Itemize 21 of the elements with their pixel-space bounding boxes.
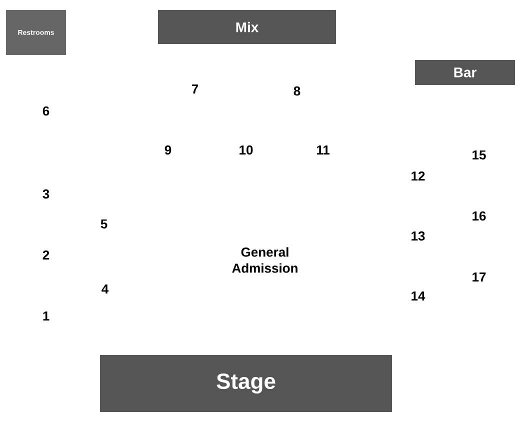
label-text: 3 xyxy=(42,189,50,199)
label-text: 15 xyxy=(472,150,486,160)
area-box: Mix xyxy=(158,10,336,44)
label-text: 11 xyxy=(316,146,330,154)
label-text: 4 xyxy=(102,284,109,294)
label-text: 10 xyxy=(240,145,253,155)
label-text: 9 xyxy=(164,145,172,155)
label-text: 1 xyxy=(43,312,50,320)
label-text: 12 xyxy=(412,171,425,181)
label-text: 16 xyxy=(472,211,486,221)
label-text: 6 xyxy=(42,106,50,116)
area-box: Bar xyxy=(415,60,515,85)
area-box: Stage xyxy=(100,355,392,412)
label-text: 8 xyxy=(294,86,300,96)
label-text: 14 xyxy=(412,292,426,300)
label-text: 7 xyxy=(192,84,198,94)
label-text: 5 xyxy=(100,219,108,229)
label-text: 17 xyxy=(472,272,486,282)
label-text: General Admission xyxy=(232,247,298,273)
label-text: 13 xyxy=(412,231,425,241)
label-text: 2 xyxy=(42,250,50,260)
